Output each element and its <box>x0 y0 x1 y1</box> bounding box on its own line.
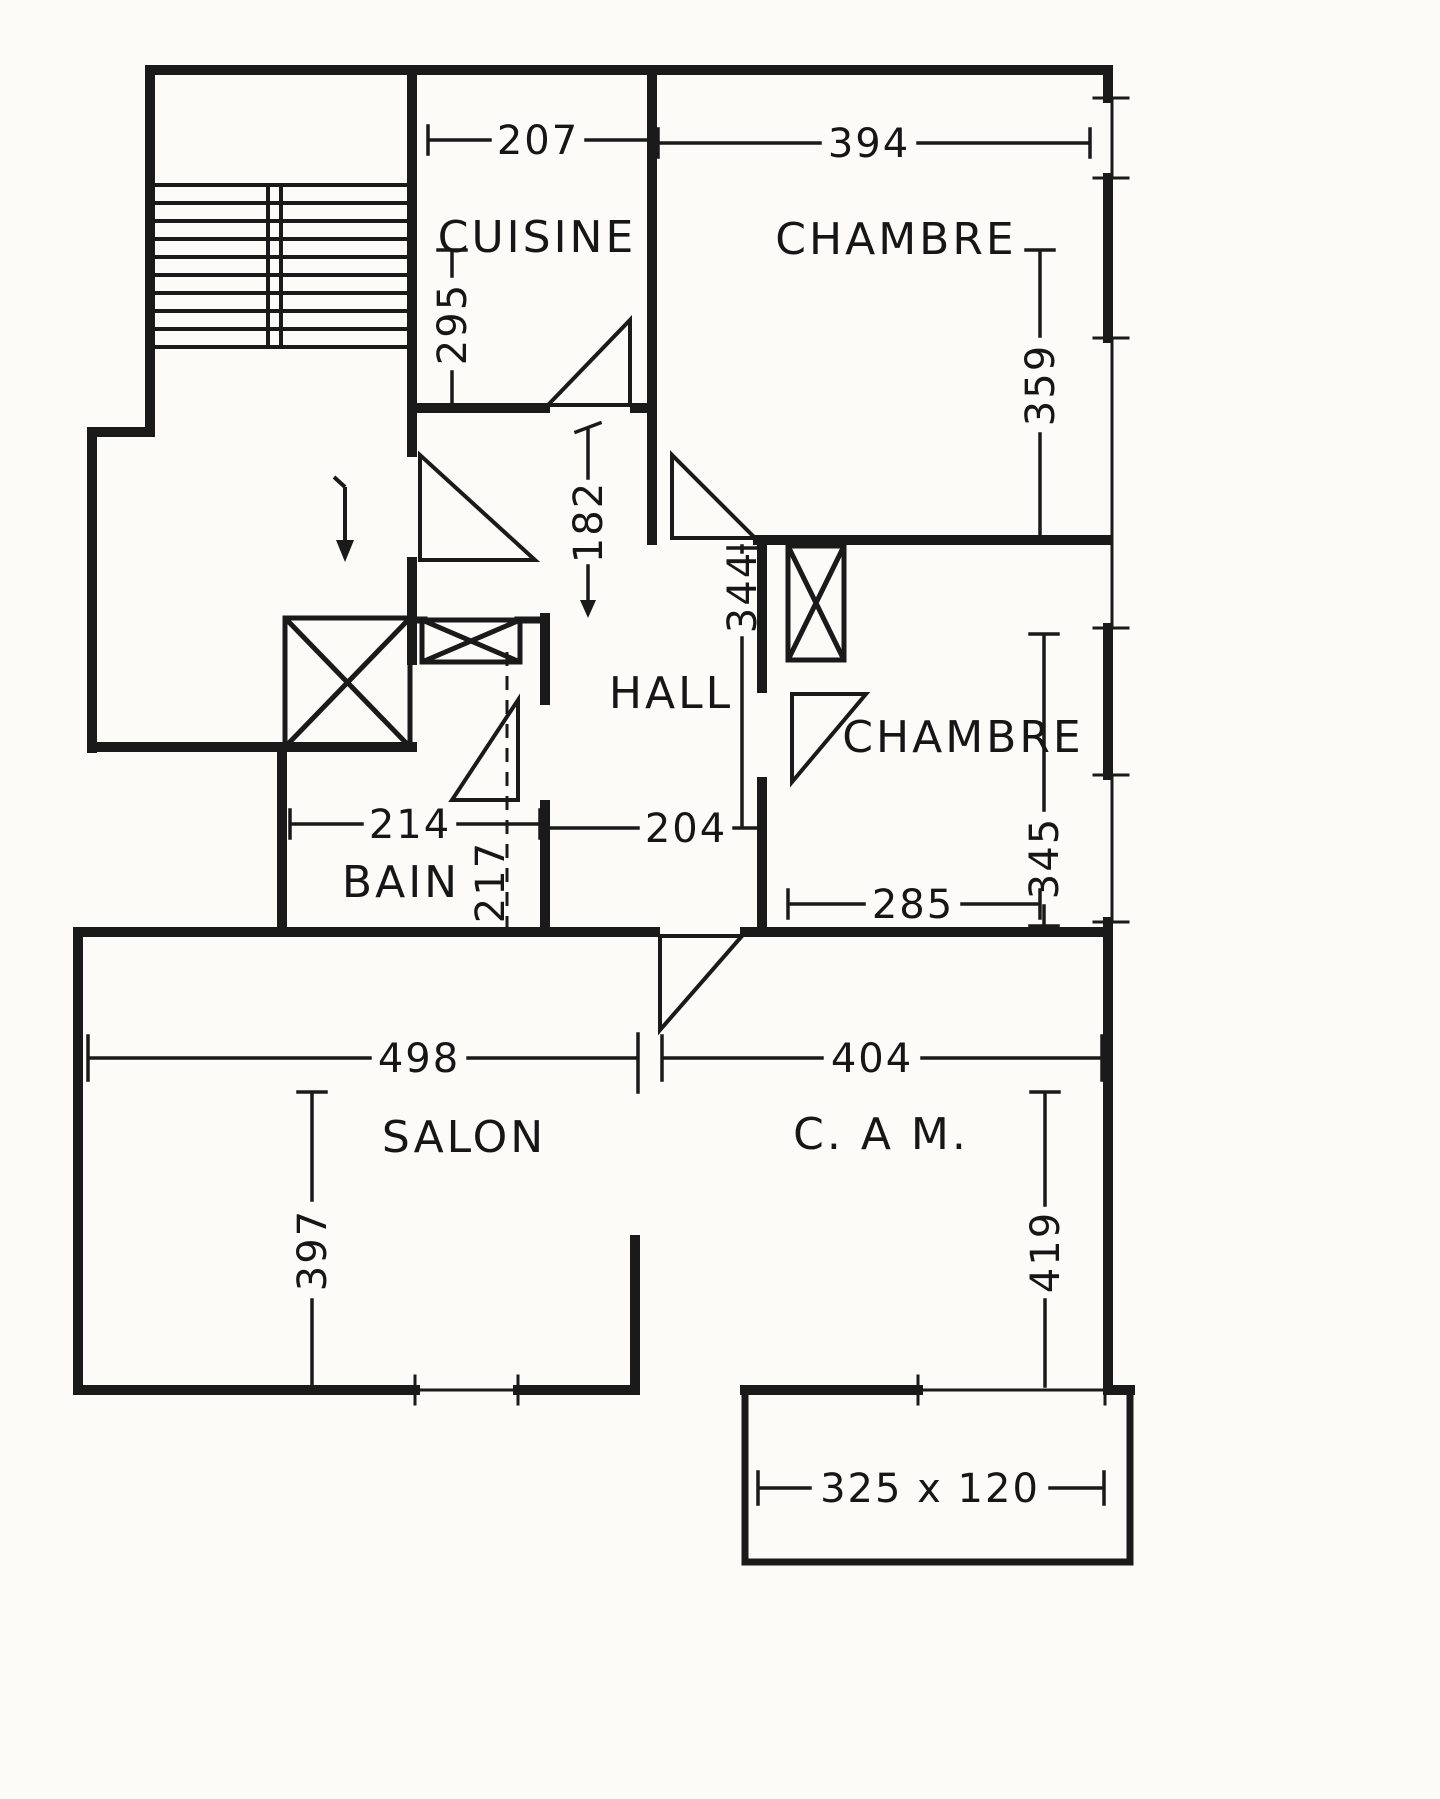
dim-hall-width: 182 <box>566 481 612 563</box>
dim-cuisine-depth: 295 <box>430 283 476 365</box>
dim-chambre-mid-width: 285 <box>872 882 954 928</box>
dim-chambre-top-width: 394 <box>828 121 910 167</box>
door-cam <box>658 934 747 1036</box>
dimline-chambre-top-depth <box>1024 248 1056 544</box>
room-label-cuisine: CUISINE <box>438 212 637 263</box>
dim-bain-width: 214 <box>369 802 451 848</box>
dim-cam-depth: 419 <box>1023 1211 1069 1293</box>
dimline-bain-width <box>288 808 542 840</box>
door-cuisine <box>543 315 632 407</box>
dim-hall-lower-width: 204 <box>645 806 727 852</box>
dimline-salon-width <box>86 1032 640 1094</box>
room-label-chambre-top: CHAMBRE <box>775 214 1016 265</box>
window-salon <box>413 1374 520 1406</box>
dimline-cuisine-depth <box>436 248 468 408</box>
dimarrow-hall-width <box>580 600 596 618</box>
room-label-hall: HALL <box>609 668 733 719</box>
shaft-small <box>419 617 523 665</box>
dim-cuisine-width: 207 <box>497 118 579 164</box>
door-chambre-top <box>670 450 760 540</box>
window-cam <box>916 1374 1107 1406</box>
dim-salon-depth: 397 <box>290 1209 336 1291</box>
dimline-hall-length <box>726 544 758 828</box>
dimline-chambre-top-width <box>656 127 1092 159</box>
dim-balcony-size: 325 x 120 <box>820 1466 1040 1512</box>
entry-arrow-shaft <box>332 475 347 545</box>
stair-rails <box>266 185 283 347</box>
room-label-chambre-mid: CHAMBRE <box>842 712 1083 763</box>
balcony-outline <box>741 1386 1134 1566</box>
dimline-chambre-mid-width <box>786 888 1042 920</box>
door-chambre-mid <box>790 692 871 788</box>
dim-hall-length: 344 <box>720 551 766 633</box>
dim-cam-width: 404 <box>831 1036 913 1082</box>
dim-salon-width: 498 <box>378 1036 460 1082</box>
dim-chambre-mid-depth: 345 <box>1022 817 1068 899</box>
dim-chambre-top-depth: 359 <box>1018 344 1064 426</box>
shaft-right <box>785 543 847 663</box>
dimline-balcony <box>756 1470 1106 1506</box>
room-label-salon: SALON <box>382 1112 546 1163</box>
window-ticks-right <box>1092 96 1130 924</box>
dimline-cam-width <box>660 1034 1104 1082</box>
dim-bain-depth: 217 <box>468 841 514 923</box>
dimline-chambre-mid-depth <box>1028 632 1060 928</box>
dimline-cuisine-width <box>426 124 652 156</box>
door-bain <box>448 693 520 802</box>
dimline-hall-lower-width <box>546 812 762 844</box>
room-label-cam: C. A M. <box>793 1109 969 1160</box>
shaft-left <box>282 615 413 750</box>
dimline-salon-depth <box>296 1090 328 1388</box>
door-entry <box>418 450 541 562</box>
room-label-bain: BAIN <box>342 857 460 908</box>
entry-arrow-head <box>336 540 354 562</box>
dimline-cam-depth <box>1029 1090 1061 1388</box>
